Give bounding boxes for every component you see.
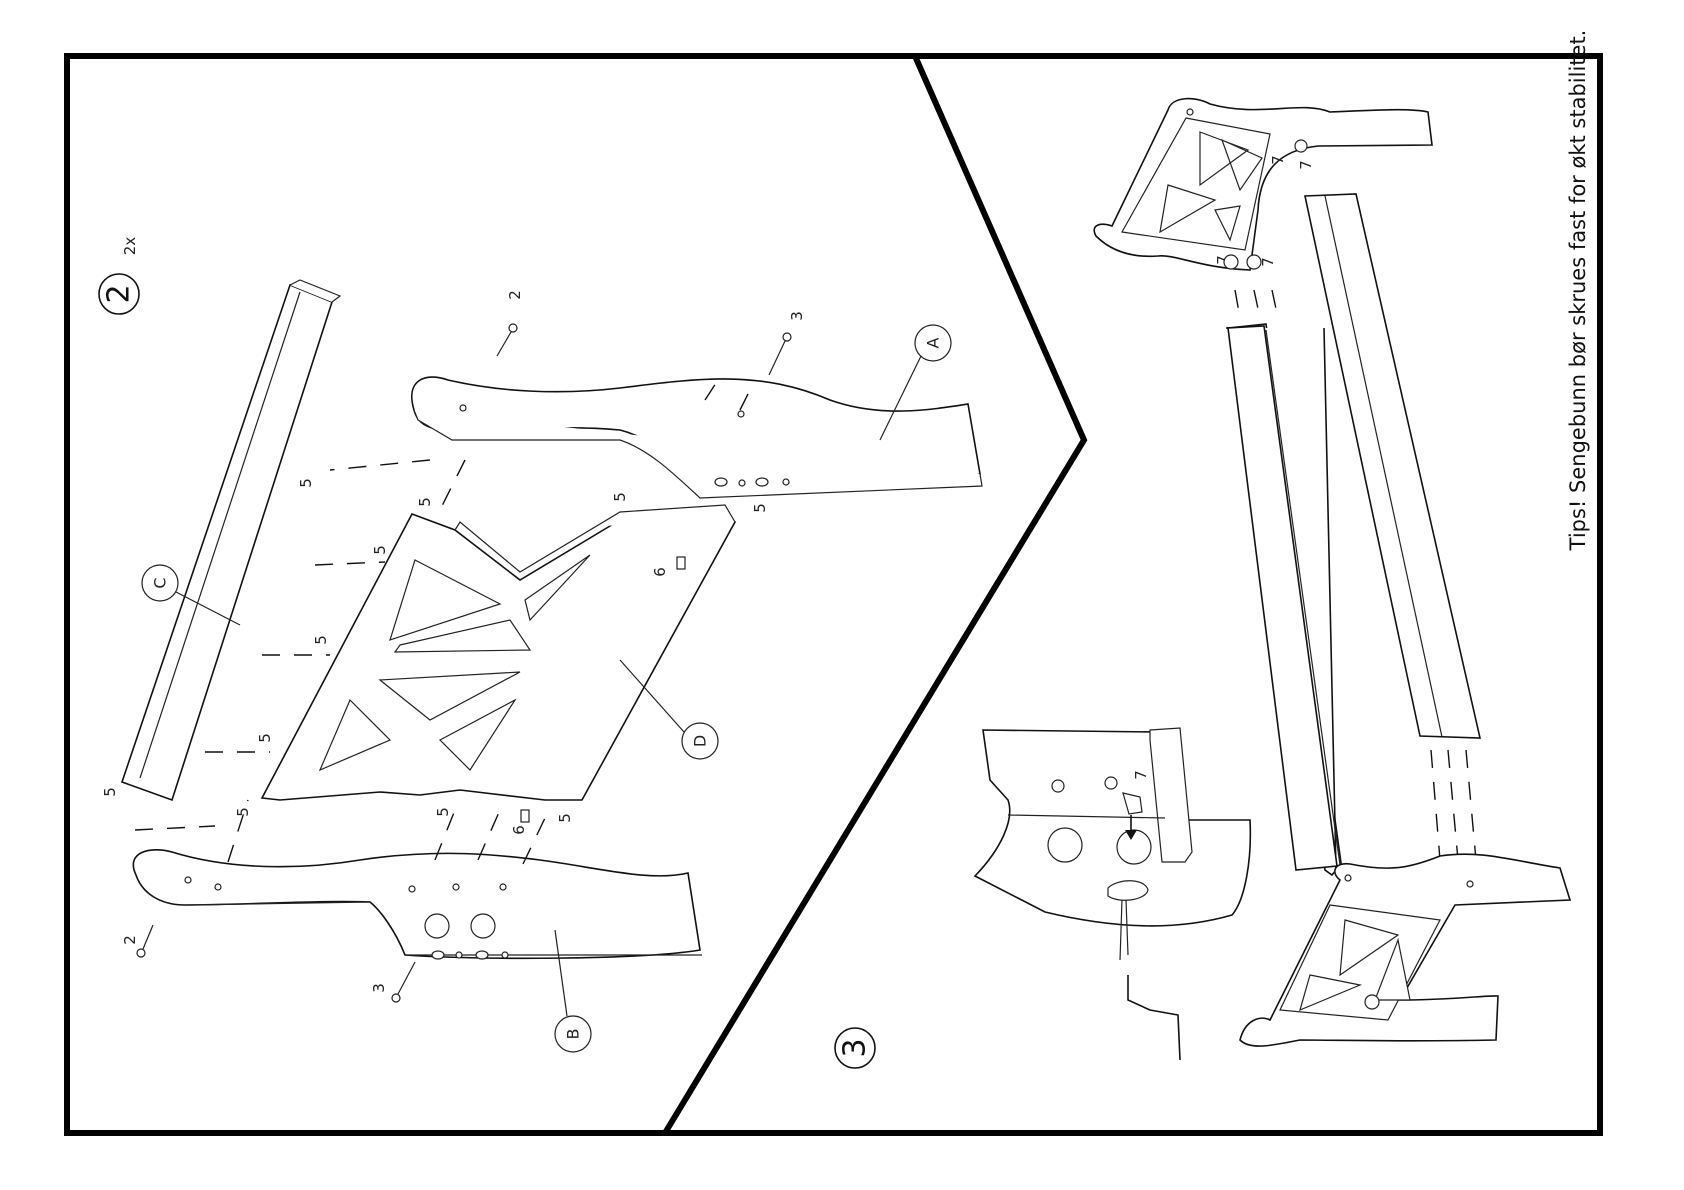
hardware-2-top-label: 2 xyxy=(506,290,524,300)
step-2-panel: 2 2x A C xyxy=(99,237,982,1052)
cam-label-4: 7 xyxy=(1259,257,1277,267)
part-d-label: D xyxy=(691,735,710,747)
dowel-label-4: 5 xyxy=(751,503,769,513)
step-3-panel: 3 7 7 7 7 xyxy=(835,30,1590,1068)
part-b-label: B xyxy=(564,1029,583,1040)
cam-label-1: 7 xyxy=(1269,155,1287,165)
screw-icon xyxy=(783,333,791,341)
part-a-label: A xyxy=(924,337,943,348)
cam-lock-detail: 7 xyxy=(975,728,1250,1060)
dowel-label-8: 5 xyxy=(101,787,119,797)
step-2-number: 2 xyxy=(102,284,137,303)
cam-lock-icon xyxy=(1295,140,1307,152)
cam-label-detail: 7 xyxy=(1132,770,1150,780)
dowel-label-11: 5 xyxy=(556,813,574,823)
hardware-2-bottom-label: 2 xyxy=(121,935,139,945)
nut-label-2: 6 xyxy=(510,825,528,835)
screw-icon xyxy=(392,994,400,1002)
allen-key-icon xyxy=(1128,975,1180,1060)
dowel-label-9: 5 xyxy=(234,807,252,817)
dowel-label-6: 5 xyxy=(312,635,330,645)
part-a-rail: A xyxy=(412,325,982,498)
rotate-arrow-icon xyxy=(1108,881,1148,901)
dowel-label-7: 5 xyxy=(256,733,274,743)
part-b-rail: B xyxy=(133,850,702,1052)
cam-socket-icon xyxy=(1117,830,1151,864)
dowel-label-2: 5 xyxy=(416,497,434,507)
nut-label-1: 6 xyxy=(651,567,669,577)
head-end-frame: 7 7 7 7 xyxy=(1094,99,1432,270)
cam-lock-icon xyxy=(1247,255,1261,269)
hardware-3-top-label: 3 xyxy=(788,311,806,321)
part-c-label: C xyxy=(151,577,170,588)
dowel-label-1: 5 xyxy=(297,478,315,488)
cam-socket-icon xyxy=(1048,828,1082,862)
side-rails xyxy=(1226,194,1480,875)
cam-label-2: 7 xyxy=(1297,160,1315,170)
step-divider xyxy=(665,56,1084,1133)
foot-end-frame xyxy=(1240,854,1570,1046)
step-2-multiplier: 2x xyxy=(121,237,139,256)
bolt-icon xyxy=(509,324,517,332)
tip-text: Tips! Sengebunn bør skrues fast for økt … xyxy=(1566,30,1590,552)
hardware-3-bottom-label: 3 xyxy=(370,983,388,993)
cam-lock-icon xyxy=(1224,255,1238,269)
dowel-label-3: 5 xyxy=(611,492,629,502)
bolt-icon xyxy=(137,949,145,957)
part-d-panel: D xyxy=(262,505,735,822)
dowel-label-5: 5 xyxy=(371,545,389,555)
step-3-number: 3 xyxy=(838,1038,873,1057)
dowel-label-10: 5 xyxy=(434,807,452,817)
